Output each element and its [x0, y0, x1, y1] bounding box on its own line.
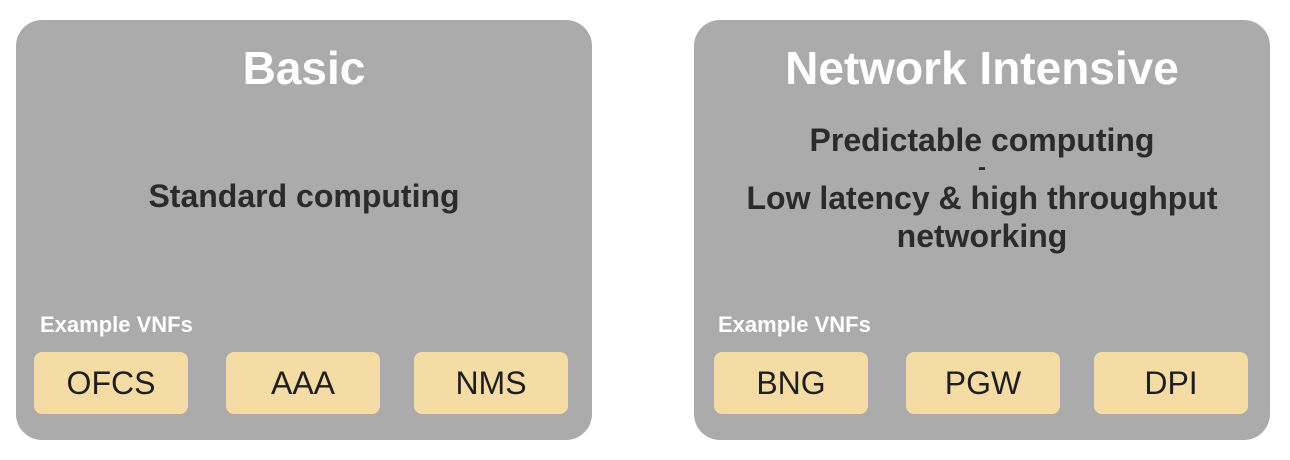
description-line-latency: Low latency & high throughput	[746, 180, 1218, 216]
vnf-box-aaa: AAA	[226, 352, 380, 414]
vnf-box-pgw: PGW	[906, 352, 1060, 414]
vnf-box-nms: NMS	[414, 352, 568, 414]
network-intensive-panel-description: Predictable computing - Low latency & hi…	[694, 123, 1270, 255]
vnf-box-bng: BNG	[714, 352, 868, 414]
network-intensive-panel-title: Network Intensive	[785, 42, 1179, 94]
network-examples-label: Example VNFs	[718, 312, 871, 337]
description-line-predictable: Predictable computing	[809, 122, 1155, 158]
basic-panel-description: Standard computing	[148, 178, 460, 214]
vnf-box-dpi: DPI	[1094, 352, 1248, 414]
basic-examples-label: Example VNFs	[40, 312, 193, 337]
vnf-box-ofcs: OFCS	[34, 352, 188, 414]
basic-panel-title: Basic	[242, 42, 366, 94]
basic-panel: Basic Standard computing Example VNFs OF…	[16, 20, 592, 440]
description-separator: -	[978, 154, 986, 181]
description-line-networking: networking	[896, 218, 1068, 254]
network-intensive-panel: Network Intensive Predictable computing …	[694, 20, 1270, 440]
